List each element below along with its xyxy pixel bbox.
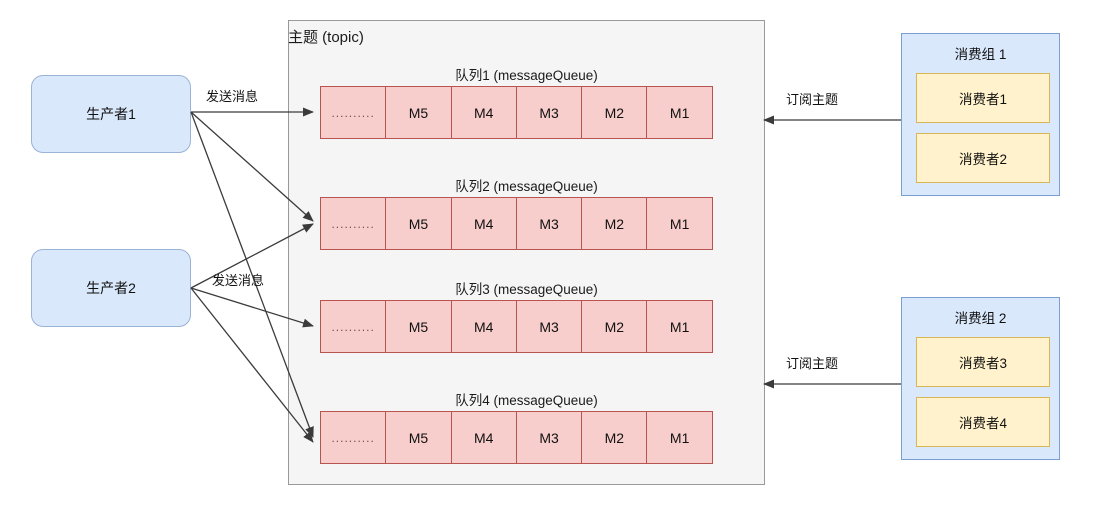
consumer-group-2: 消费组 2 消费者3 消费者4 <box>901 297 1060 460</box>
queue-label-3: 队列3 (messageQueue) <box>455 282 598 297</box>
queue-label-2: 队列2 (messageQueue) <box>455 179 598 194</box>
queue-cell: .......... <box>320 300 387 353</box>
edge-producer1-queue2 <box>190 111 314 222</box>
queue-cell: M2 <box>581 197 648 250</box>
queue-cell: M5 <box>385 197 452 250</box>
queue-label-4: 队列4 (messageQueue) <box>455 393 598 408</box>
queue-cell: M3 <box>515 86 583 139</box>
queue-cell: M1 <box>646 86 713 139</box>
consumer-4-label: 消费者4 <box>958 416 1007 431</box>
consumer-group-1: 消费组 1 消费者1 消费者2 <box>901 33 1060 196</box>
producer-2-label: 生产者2 <box>86 280 136 296</box>
edge-producer2-queue2 <box>190 223 314 289</box>
edge-producer1-queue4 <box>190 111 314 438</box>
queue-cell: M1 <box>646 197 713 250</box>
producer-2[interactable]: 生产者2 <box>31 249 191 327</box>
queue-cell: M4 <box>450 411 517 464</box>
queue-row-1: .......... M5 M4 M3 M2 M1 <box>320 86 713 139</box>
queue-row-4: .......... M5 M4 M3 M2 M1 <box>320 411 713 464</box>
queue-cell: M4 <box>450 300 517 353</box>
consumer-group-2-title: 消费组 2 <box>954 311 1007 326</box>
consumer-3-label: 消费者3 <box>958 356 1007 371</box>
consumer-4[interactable]: 消费者4 <box>916 397 1050 447</box>
queue-cell: M2 <box>581 300 648 353</box>
queue-cell: M3 <box>515 197 583 250</box>
queue-cell: .......... <box>320 411 387 464</box>
consumer-3[interactable]: 消费者3 <box>916 337 1050 387</box>
queue-cell: M2 <box>581 86 648 139</box>
queue-cell: M2 <box>581 411 648 464</box>
edge-label-send-message-1: 发送消息 <box>206 89 259 104</box>
consumer-2-label: 消费者2 <box>958 152 1007 167</box>
edge-label-send-message-2: 发送消息 <box>212 273 265 288</box>
queue-cell: M5 <box>385 411 452 464</box>
queue-cell: M5 <box>385 86 452 139</box>
topic-title: 主题 (topic) <box>288 29 364 46</box>
consumer-2[interactable]: 消费者2 <box>916 133 1050 183</box>
queue-cell: M1 <box>646 300 713 353</box>
queue-row-3: .......... M5 M4 M3 M2 M1 <box>320 300 713 353</box>
edge-label-subscribe-1: 订阅主题 <box>786 92 839 107</box>
consumer-group-1-title: 消费组 1 <box>954 47 1007 62</box>
consumer-1[interactable]: 消费者1 <box>916 73 1050 123</box>
edge-label-subscribe-2: 订阅主题 <box>786 356 839 371</box>
edge-producer2-queue4 <box>190 287 314 443</box>
producer-1[interactable]: 生产者1 <box>31 75 191 153</box>
consumer-1-label: 消费者1 <box>958 92 1007 107</box>
queue-row-2: .......... M5 M4 M3 M2 M1 <box>320 197 713 250</box>
queue-cell: M4 <box>450 197 517 250</box>
queue-cell: M5 <box>385 300 452 353</box>
queue-cell: .......... <box>320 197 387 250</box>
queue-cell: M1 <box>646 411 713 464</box>
producer-1-label: 生产者1 <box>86 106 136 122</box>
queue-label-1: 队列1 (messageQueue) <box>455 68 598 83</box>
edge-producer2-queue3 <box>190 287 314 328</box>
